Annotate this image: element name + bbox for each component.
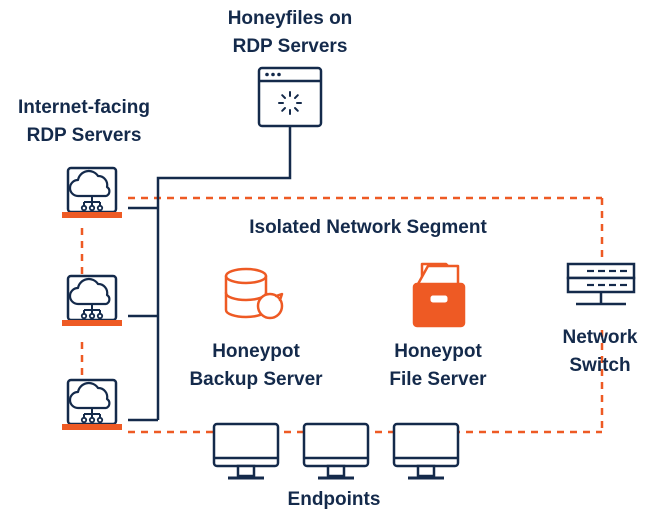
file-server-label-line1: Honeypot bbox=[394, 341, 482, 362]
cloud-laptop-icon bbox=[60, 378, 124, 432]
endpoints-label: Endpoints bbox=[288, 489, 381, 510]
honeyfiles-label-line2: RDP Servers bbox=[233, 36, 348, 57]
backup-server-label-line1: Honeypot bbox=[212, 341, 300, 362]
monitor-icon bbox=[302, 422, 370, 480]
file-server-label-line2: File Server bbox=[389, 369, 487, 390]
cloud-laptop-icon bbox=[60, 166, 124, 220]
database-backup-icon bbox=[224, 267, 284, 320]
network-switch-label-line2: Switch bbox=[569, 355, 630, 376]
file-box-icon bbox=[412, 262, 466, 328]
monitor-icon bbox=[212, 422, 280, 480]
monitor-icon bbox=[392, 422, 460, 480]
internet-rdp-label-line2: RDP Servers bbox=[27, 125, 142, 146]
cloud-laptop-icon bbox=[60, 274, 124, 328]
backup-server-label-line2: Backup Server bbox=[189, 369, 323, 390]
honeyfiles-label-line1: Honeyfiles on bbox=[228, 8, 353, 29]
browser-loading-icon bbox=[257, 66, 323, 128]
isolated-segment-label: Isolated Network Segment bbox=[249, 217, 487, 238]
network-switch-icon bbox=[566, 262, 636, 306]
honeyfile-links bbox=[128, 126, 292, 422]
network-switch-label-line1: Network bbox=[563, 327, 638, 348]
internet-rdp-label-line1: Internet-facing bbox=[18, 97, 150, 118]
